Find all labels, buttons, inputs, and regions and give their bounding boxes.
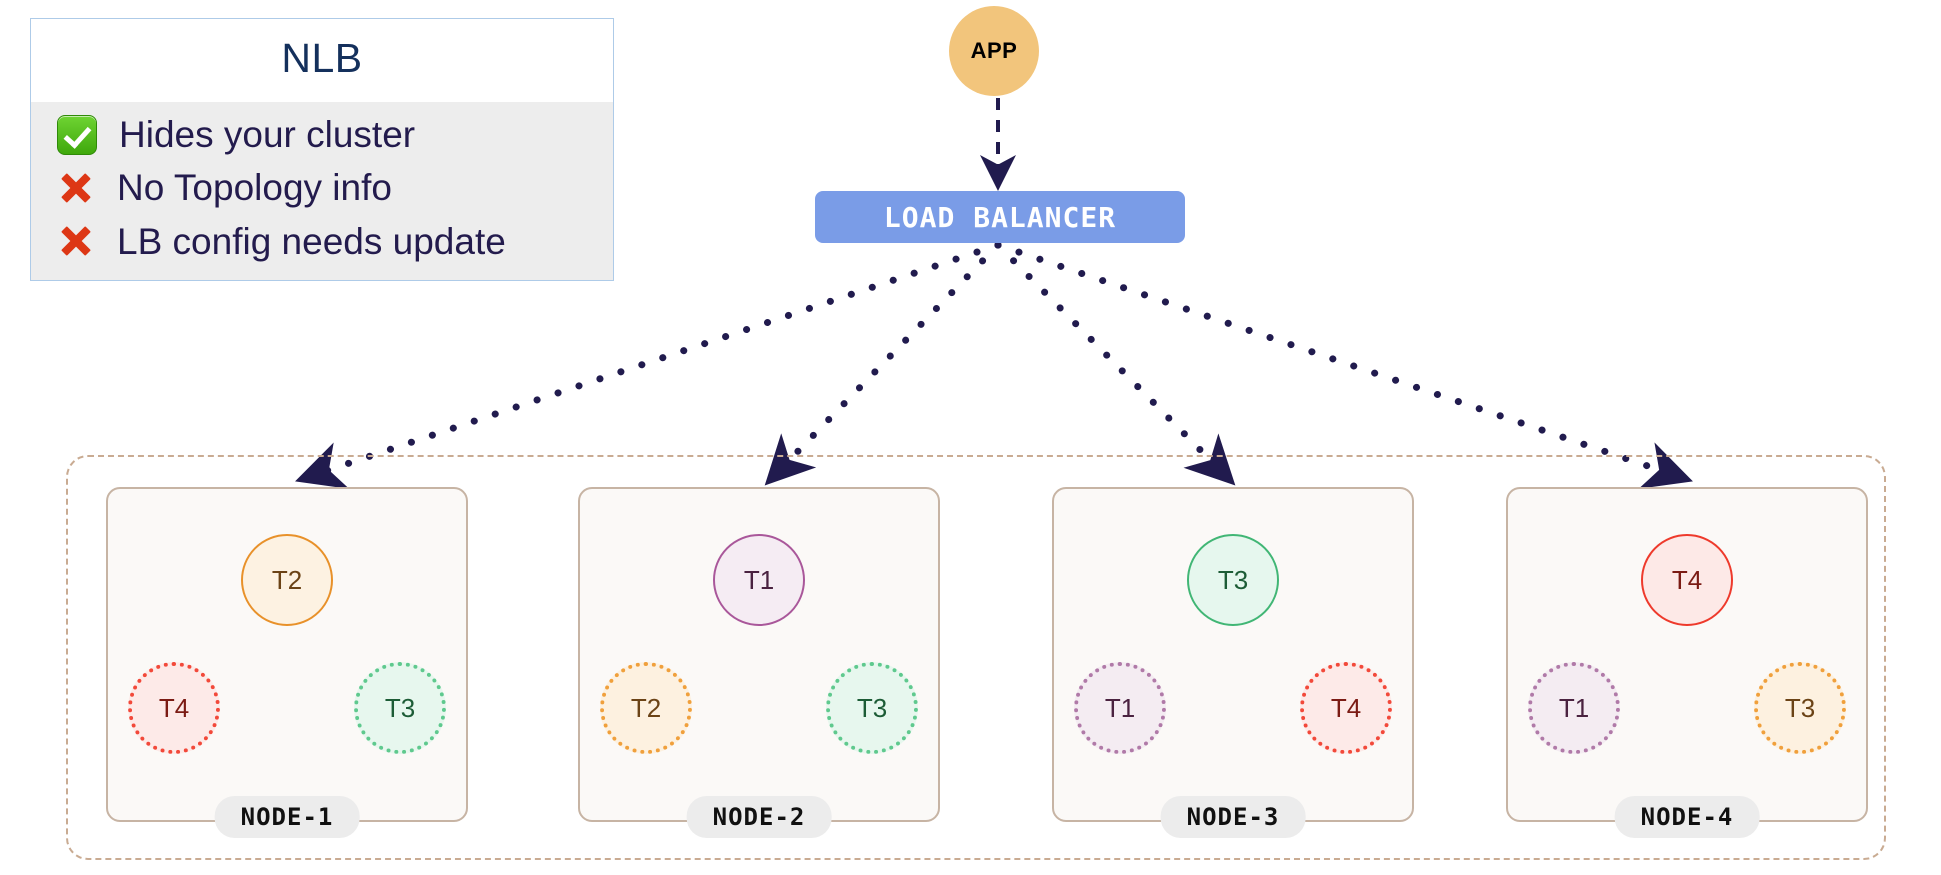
shard-label: T3 bbox=[1217, 564, 1249, 595]
load-balancer-node[interactable]: LOAD BALANCER bbox=[815, 191, 1185, 243]
shard-label: T3 bbox=[856, 692, 888, 723]
shard-replica[interactable]: T1 bbox=[1528, 662, 1620, 754]
legend-item-label: No Topology info bbox=[117, 167, 392, 209]
legend-item: Hides your cluster bbox=[31, 108, 613, 161]
shard-replica[interactable]: T4 bbox=[1300, 662, 1392, 754]
nlb-legend-title: NLB bbox=[31, 19, 613, 102]
shard-replica[interactable]: T1 bbox=[1074, 662, 1166, 754]
shard-label: T1 bbox=[743, 564, 775, 595]
nlb-legend-list: Hides your cluster No Topology info LB c… bbox=[31, 102, 613, 281]
legend-item: LB config needs update bbox=[31, 215, 613, 268]
shard-label: T3 bbox=[384, 692, 416, 723]
shard-replica[interactable]: T4 bbox=[128, 662, 220, 754]
shard-label: T2 bbox=[630, 692, 662, 723]
edge-lb-to-node-4 bbox=[994, 241, 1693, 489]
legend-item-label: LB config needs update bbox=[117, 220, 506, 262]
node-name-badge: NODE-2 bbox=[686, 796, 832, 838]
node-panel-3[interactable]: T3 T1 T4 NODE-3 bbox=[1052, 487, 1414, 838]
shard-label: T1 bbox=[1558, 692, 1590, 723]
shard-replica[interactable]: T2 bbox=[600, 662, 692, 754]
shard-primary[interactable]: T1 bbox=[713, 534, 805, 626]
edge-lb-to-node-3 bbox=[994, 241, 1236, 486]
shard-label: T3 bbox=[1784, 692, 1816, 723]
load-balancer-label: LOAD BALANCER bbox=[883, 200, 1117, 234]
shard-primary[interactable]: T3 bbox=[1187, 534, 1279, 626]
shard-label: T4 bbox=[158, 692, 190, 723]
shard-label: T1 bbox=[1104, 692, 1136, 723]
node-name-badge: NODE-1 bbox=[214, 796, 360, 838]
node-name-label: NODE-4 bbox=[1640, 803, 1734, 831]
check-icon bbox=[57, 114, 97, 155]
shard-replica[interactable]: T3 bbox=[1754, 662, 1846, 754]
shard-replica[interactable]: T3 bbox=[354, 662, 446, 754]
edge-lb-to-node-2 bbox=[764, 241, 1002, 486]
legend-item: No Topology info bbox=[31, 161, 613, 214]
shard-primary[interactable]: T2 bbox=[241, 534, 333, 626]
app-node[interactable]: APP bbox=[949, 6, 1039, 96]
shard-label: T4 bbox=[1330, 692, 1362, 723]
shard-primary[interactable]: T4 bbox=[1641, 534, 1733, 626]
shard-replica[interactable]: T3 bbox=[826, 662, 918, 754]
node-name-label: NODE-1 bbox=[240, 803, 334, 831]
cross-icon bbox=[57, 222, 95, 260]
shard-label: T2 bbox=[271, 564, 303, 595]
node-name-badge: NODE-3 bbox=[1160, 796, 1306, 838]
node-panel-1[interactable]: T2 T4 T3 NODE-1 bbox=[106, 487, 468, 838]
node-name-label: NODE-2 bbox=[712, 803, 806, 831]
cross-icon bbox=[57, 169, 95, 207]
node-name-label: NODE-3 bbox=[1186, 803, 1280, 831]
app-node-label: APP bbox=[970, 38, 1018, 63]
nlb-legend-card: NLB Hides your cluster No Topology info … bbox=[30, 18, 614, 282]
node-panel-4[interactable]: T4 T1 T3 NODE-4 bbox=[1506, 487, 1868, 838]
shard-label: T4 bbox=[1671, 564, 1703, 595]
node-name-badge: NODE-4 bbox=[1614, 796, 1760, 838]
node-panel-2[interactable]: T1 T2 T3 NODE-2 bbox=[578, 487, 940, 838]
legend-item-label: Hides your cluster bbox=[119, 114, 416, 155]
